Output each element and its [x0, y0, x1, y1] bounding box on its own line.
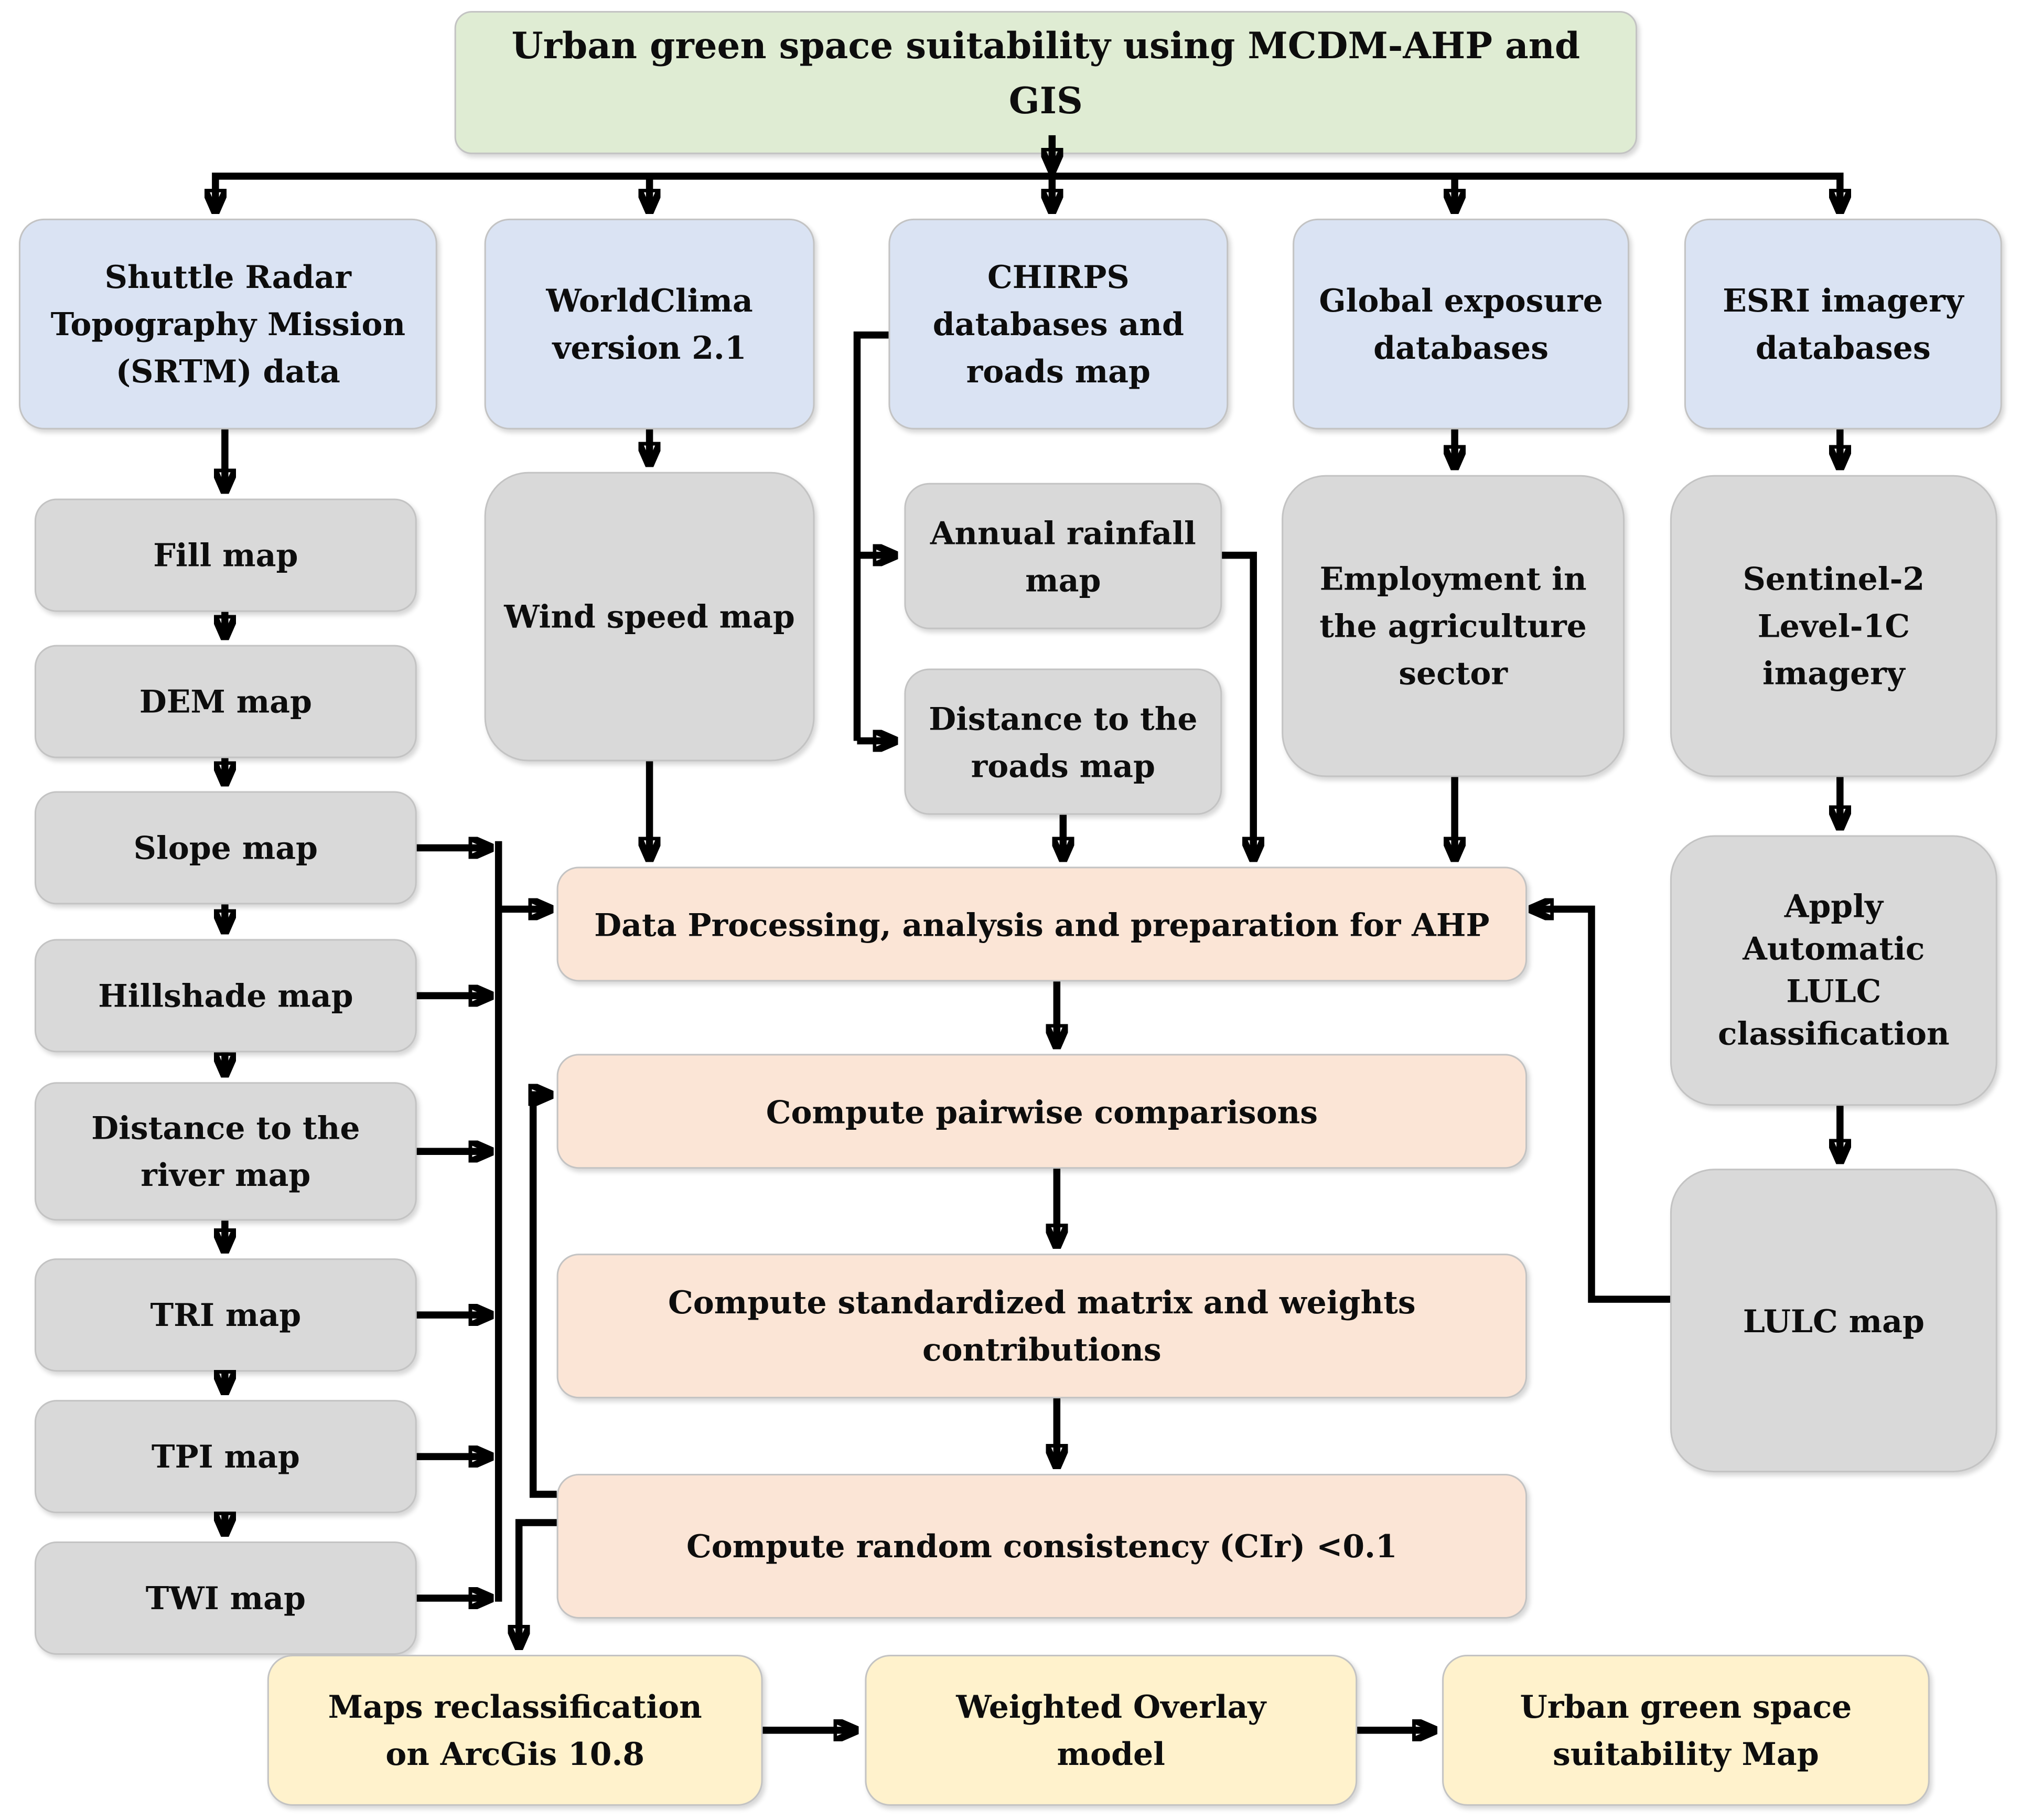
node-standardized-matrix: Compute standardized matrix and weights … [556, 1254, 1528, 1399]
node-dem-map: DEM map [34, 645, 417, 758]
node-global-exposure: Global exposure databases [1293, 218, 1629, 430]
node-lulc-map: LULC map [1670, 1169, 1997, 1473]
node-tpi-map: TPI map [34, 1400, 417, 1514]
node-weighted-overlay: Weighted Overlay model [865, 1654, 1358, 1806]
node-annual-rainfall-map: Annual rainfall map [904, 483, 1222, 629]
node-suitability-map: Urban green space suitability Map [1442, 1654, 1930, 1806]
node-sentinel-imagery: Sentinel-2 Level-1C imagery [1670, 475, 1997, 777]
node-hillshade-map: Hillshade map [34, 939, 417, 1053]
node-srtm: Shuttle Radar Topography Mission (SRTM) … [18, 218, 437, 430]
title-box: Urban green space suitability using MCDM… [454, 10, 1637, 154]
node-slope-map: Slope map [34, 791, 417, 905]
node-chirps: CHIRPS databases and roads map [888, 218, 1229, 430]
edge-random-reclassification [519, 1519, 557, 1645]
edge-random-pairwise-loop [533, 1095, 557, 1498]
edge-lulc-dataprocessing [1533, 909, 1670, 1303]
node-twi-map: TWI map [34, 1541, 417, 1655]
edge-chirps-bracket [853, 331, 889, 741]
node-apply-lulc-classification: Apply Automatic LULC classification [1670, 835, 1997, 1106]
node-river-map: Distance to the river map [34, 1082, 417, 1221]
node-pairwise-comparisons: Compute pairwise comparisons [556, 1054, 1528, 1169]
node-random-consistency: Compute random consistency (CIr) <0.1 [556, 1474, 1528, 1619]
node-esri: ESRI imagery databases [1684, 218, 2002, 430]
node-maps-reclassification: Maps reclassification on ArcGis 10.8 [267, 1654, 763, 1806]
node-worldclima: WorldClima version 2.1 [484, 218, 815, 430]
node-roads-map: Distance to the roads map [904, 668, 1222, 815]
node-employment: Employment in the agriculture sector [1282, 475, 1625, 777]
node-wind-speed-map: Wind speed map [484, 472, 815, 762]
node-tri-map: TRI map [34, 1258, 417, 1372]
node-fill-map: Fill map [34, 498, 417, 612]
node-data-processing: Data Processing, analysis and preparatio… [556, 866, 1528, 982]
edge-annual-dataprocessing [1222, 551, 1253, 858]
